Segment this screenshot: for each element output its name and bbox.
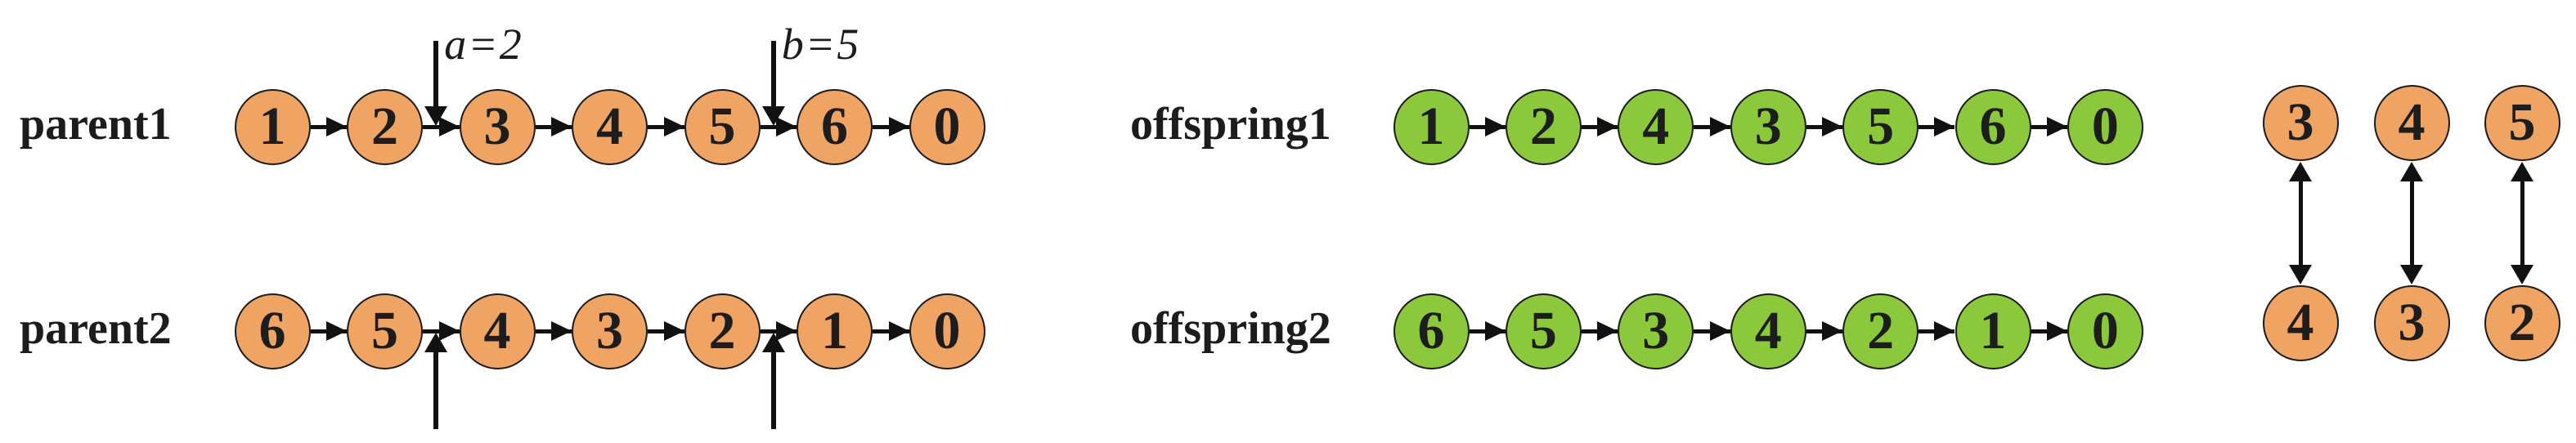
mapping-node-top-1: 3 bbox=[2262, 84, 2339, 161]
arrow-connector bbox=[1919, 321, 1955, 341]
mapping-double-arrow bbox=[2298, 177, 2303, 269]
arrow-connector bbox=[310, 321, 347, 341]
arrow-head bbox=[551, 321, 572, 341]
cut-point-arrow bbox=[433, 351, 439, 429]
arrow-head bbox=[1822, 321, 1843, 341]
node-offspring2-pos4: 4 bbox=[1730, 293, 1806, 369]
node-offspring2-pos3: 3 bbox=[1618, 293, 1694, 369]
arrow-connector bbox=[1806, 117, 1843, 136]
node-parent1-pos5: 5 bbox=[684, 88, 761, 165]
arrow-connector bbox=[2031, 321, 2067, 341]
node-offspring1-pos2: 2 bbox=[1505, 88, 1582, 165]
arrow-head bbox=[1709, 321, 1730, 341]
node-parent1-pos3: 3 bbox=[459, 88, 536, 165]
arrow-head bbox=[2046, 321, 2067, 341]
arrow-head bbox=[663, 117, 684, 136]
cut-point-arrow bbox=[433, 41, 439, 108]
arrow-head bbox=[2046, 117, 2067, 136]
arrow-head bbox=[1597, 117, 1618, 136]
arrow-connector bbox=[310, 117, 347, 136]
node-offspring1-pos4: 3 bbox=[1730, 88, 1806, 165]
arrow-head bbox=[888, 117, 909, 136]
cut-point-arrowhead bbox=[424, 333, 448, 352]
node-parent2-pos4: 3 bbox=[572, 293, 648, 369]
cut-point-arrowhead bbox=[761, 106, 785, 126]
arrow-head bbox=[326, 117, 347, 136]
node-parent2-pos2: 5 bbox=[347, 293, 423, 369]
row-label-offspring2: offspring2 bbox=[1130, 303, 1331, 354]
arrow-head bbox=[1484, 117, 1506, 136]
node-offspring1-pos3: 4 bbox=[1618, 88, 1694, 165]
arrow-head bbox=[1484, 321, 1506, 341]
arrow-connector bbox=[648, 321, 684, 341]
arrow-head bbox=[888, 321, 909, 341]
arrow-connector bbox=[1469, 321, 1506, 341]
row-label-offspring1: offspring1 bbox=[1130, 99, 1331, 150]
node-offspring2-pos6: 1 bbox=[1954, 293, 2031, 369]
cut-point-arrow bbox=[770, 351, 776, 429]
cut-point-label: a=2 bbox=[444, 20, 523, 69]
node-offspring1-pos7: 0 bbox=[2067, 88, 2143, 165]
node-offspring2-pos1: 6 bbox=[1393, 293, 1470, 369]
node-parent2-pos6: 1 bbox=[797, 293, 873, 369]
arrow-head bbox=[326, 321, 347, 341]
node-parent1-pos6: 6 bbox=[797, 88, 873, 165]
node-parent1-pos2: 2 bbox=[347, 88, 423, 165]
node-parent2-pos3: 4 bbox=[459, 293, 536, 369]
node-offspring1-pos5: 5 bbox=[1842, 88, 1919, 165]
arrow-connector bbox=[535, 117, 572, 136]
arrow-connector bbox=[1919, 117, 1955, 136]
mapping-node-top-2: 4 bbox=[2373, 84, 2450, 161]
node-offspring2-pos2: 5 bbox=[1505, 293, 1582, 369]
node-parent2-pos1: 6 bbox=[234, 293, 311, 369]
mapping-node-top-3: 5 bbox=[2484, 84, 2560, 161]
node-offspring2-pos7: 0 bbox=[2067, 293, 2143, 369]
cut-point-arrowhead bbox=[761, 333, 785, 352]
mapping-arrowhead-down bbox=[2289, 264, 2312, 284]
node-offspring1-pos6: 6 bbox=[1954, 88, 2031, 165]
row-label-parent1: parent1 bbox=[20, 99, 172, 150]
row-label-parent2: parent2 bbox=[20, 303, 172, 354]
arrow-connector bbox=[873, 321, 909, 341]
arrow-connector bbox=[1581, 321, 1618, 341]
node-parent1-pos1: 1 bbox=[234, 88, 311, 165]
node-offspring2-pos5: 2 bbox=[1842, 293, 1919, 369]
arrow-connector bbox=[648, 117, 684, 136]
cut-point-arrowhead bbox=[424, 106, 448, 126]
arrow-head bbox=[551, 117, 572, 136]
arrow-head bbox=[1597, 321, 1618, 341]
arrow-head bbox=[663, 321, 684, 341]
arrow-connector bbox=[873, 117, 909, 136]
mapping-arrowhead-down bbox=[2400, 264, 2423, 284]
node-parent2-pos5: 2 bbox=[684, 293, 761, 369]
arrow-head bbox=[1709, 117, 1730, 136]
arrow-connector bbox=[1806, 321, 1843, 341]
arrow-connector bbox=[2031, 117, 2067, 136]
node-parent1-pos7: 0 bbox=[909, 88, 985, 165]
mapping-double-arrow bbox=[2409, 177, 2414, 269]
arrow-connector bbox=[1694, 117, 1730, 136]
mapping-arrowhead-down bbox=[2511, 264, 2533, 284]
arrow-head bbox=[1934, 117, 1955, 136]
node-offspring1-pos1: 1 bbox=[1393, 88, 1470, 165]
cut-point-arrow bbox=[770, 41, 776, 108]
arrow-connector bbox=[1694, 321, 1730, 341]
cut-point-label: b=5 bbox=[781, 20, 861, 69]
mapping-node-bottom-2: 3 bbox=[2373, 284, 2450, 361]
mapping-node-bottom-3: 2 bbox=[2484, 284, 2560, 361]
node-parent1-pos4: 4 bbox=[572, 88, 648, 165]
arrow-connector bbox=[535, 321, 572, 341]
arrow-connector bbox=[1469, 117, 1506, 136]
arrow-head bbox=[1822, 117, 1843, 136]
arrow-connector bbox=[1581, 117, 1618, 136]
node-parent2-pos7: 0 bbox=[909, 293, 985, 369]
mapping-double-arrow bbox=[2520, 177, 2524, 269]
arrow-head bbox=[1934, 321, 1955, 341]
mapping-node-bottom-1: 4 bbox=[2262, 284, 2339, 361]
